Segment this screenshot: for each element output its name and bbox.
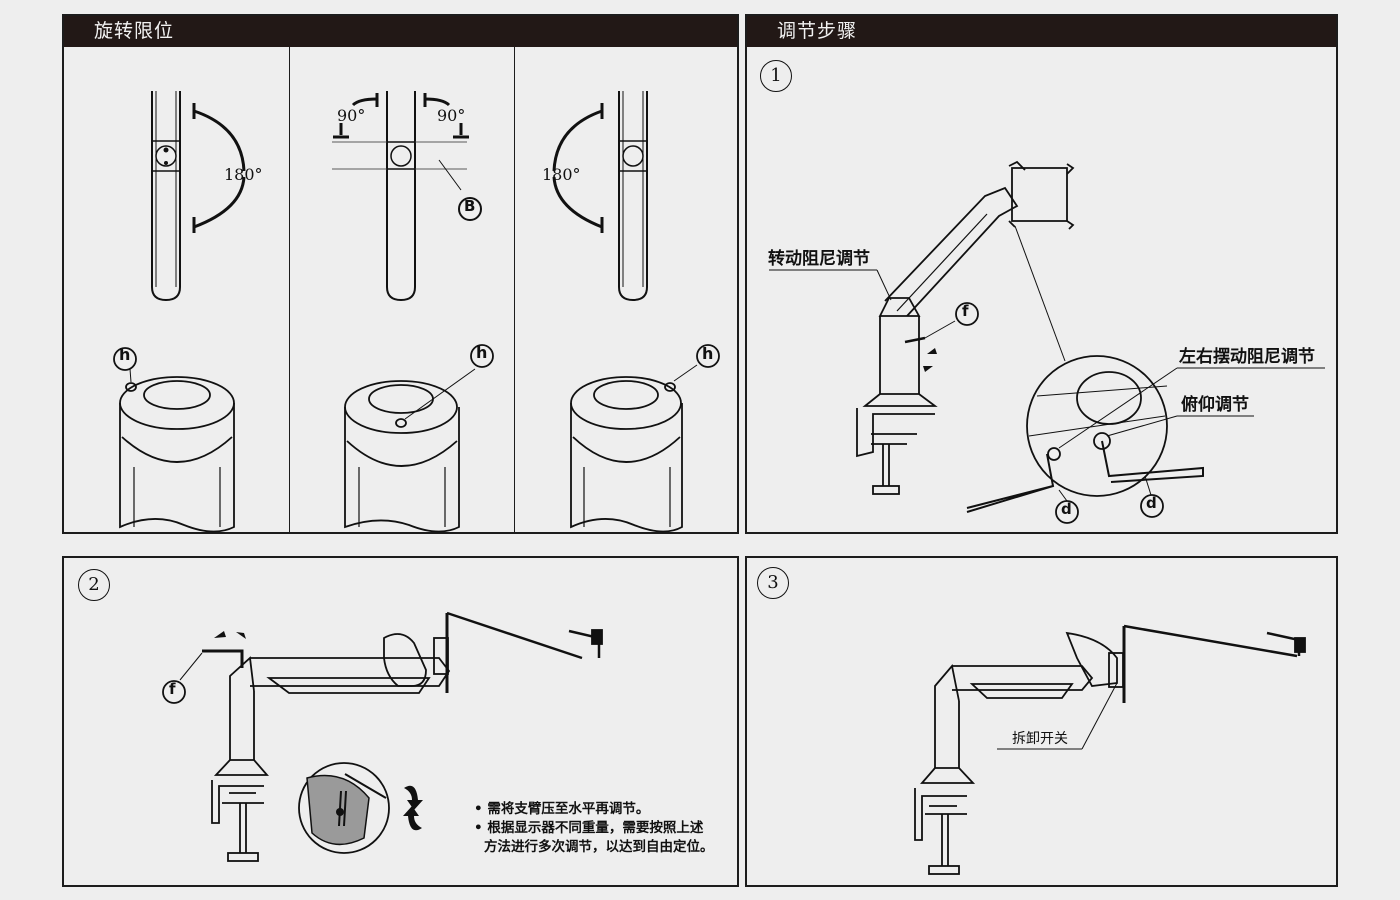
monitor-arm-illustration [769,160,1325,524]
note-line: • 需将支臂压至水平再调节。 [474,801,650,817]
label-swivel-damping: 左右摆动阻尼调节 [1179,347,1315,367]
adjust-steps-panel: 调节步骤 1 [745,14,1338,534]
arm-release-illustration [914,624,1306,875]
arm-top-view-illustration [552,91,720,533]
callout-f: f [962,302,969,320]
label-rotation-damping: 转动阻尼调节 [768,249,870,269]
angle-label-left: 90° [337,106,366,125]
callout-d: d [1061,500,1072,518]
rotate-arrows-icon [214,631,423,831]
rotate-arrows-icon [923,348,937,372]
callout-h: h [702,344,714,363]
note-line: • 根据显示器不同重量，需要按照上述 [474,820,704,836]
rotation-view-3: 180° h [514,47,739,533]
note-line: 方法进行多次调节，以达到自由定位。 [484,839,714,855]
label-tilt-adjust: 俯仰调节 [1181,395,1249,415]
step-2-panel: 2 [62,556,739,887]
rotation-limit-panel: 旋转限位 180° [62,14,739,534]
angle-label: 180° [542,165,581,184]
rotation-limit-title: 旋转限位 [64,16,737,47]
adjust-steps-title: 调节步骤 [747,16,1336,47]
callout-h: h [476,343,488,362]
callout-d: d [1146,494,1157,512]
adjustment-notes: • 需将支臂压至水平再调节。 • 根据显示器不同重量，需要按照上述 方法进行多次… [474,800,714,857]
arm-top-view-crossed-illustration [332,91,494,533]
callout-h: h [119,345,131,364]
callout-f: f [169,680,176,698]
step-number-2: 2 [78,569,110,601]
angle-label: 180° [224,165,263,184]
arm-side-view-illustration [162,611,603,862]
callout-b: B [464,197,476,215]
rotation-view-1: 180° h [64,47,290,533]
step-number-1: 1 [760,60,792,92]
rotation-view-2: 90° 90° B h [289,47,515,533]
angle-label-right: 90° [437,106,466,125]
label-release-switch: 拆卸开关 [1012,731,1068,747]
step-3-panel: 3 拆卸开关 [745,556,1338,887]
step-number-3: 3 [757,567,789,599]
arm-top-view-illustration [113,91,246,533]
